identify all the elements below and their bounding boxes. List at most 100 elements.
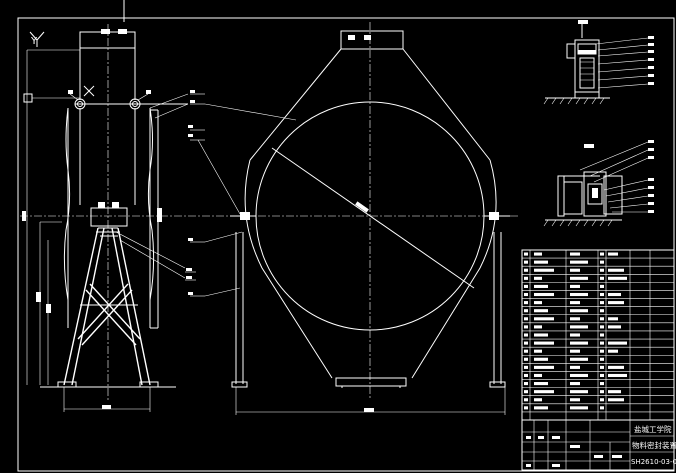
parts-cell-text-block <box>608 398 624 402</box>
parts-cell-text-block <box>524 301 528 305</box>
parts-cell-text-block <box>534 365 554 369</box>
parts-cell-text-block <box>600 260 604 264</box>
parts-cell-text-block <box>524 390 528 394</box>
parts-cell-text-block <box>534 260 548 264</box>
parts-cell-text-block <box>534 301 542 305</box>
parts-cell-text-block <box>600 284 604 288</box>
parts-cell-text-block <box>524 373 528 378</box>
parts-cell-text-block <box>534 325 542 329</box>
parts-cell-text-block <box>570 292 588 297</box>
parts-cell-text-block <box>524 382 528 386</box>
parts-cell-text-block <box>570 398 580 402</box>
parts-cell-text-block <box>524 398 528 402</box>
parts-cell-text-block <box>524 317 528 321</box>
parts-cell-text-block <box>524 260 528 264</box>
parts-cell-text-block <box>608 292 621 297</box>
parts-cell-text-block <box>600 268 604 272</box>
parts-cell-text-block <box>608 325 621 329</box>
parts-cell-text-block <box>608 276 627 280</box>
parts-cell-text-block <box>608 349 618 353</box>
parts-cell-text-block <box>570 301 580 305</box>
parts-cell-text-block <box>570 373 588 378</box>
parts-cell-text-block <box>524 276 528 280</box>
parts-cell-text-block <box>600 382 604 386</box>
parts-cell-text-block <box>608 317 618 321</box>
parts-cell-text-block <box>524 341 528 345</box>
parts-cell-text-block <box>570 349 580 353</box>
title-block-drawing-name: 物料密封装置 <box>632 440 676 450</box>
detail-view-1 <box>543 20 654 105</box>
parts-list-table <box>521 249 675 421</box>
parts-cell-text-block <box>524 333 528 337</box>
parts-cell-text-block <box>570 341 588 345</box>
parts-cell-text-block <box>534 292 554 297</box>
parts-cell-text-block <box>600 373 604 378</box>
parts-cell-text-block <box>534 349 542 353</box>
parts-cell-text-block <box>570 309 588 313</box>
parts-cell-text-block <box>600 390 604 394</box>
parts-cell-text-block <box>600 325 604 329</box>
parts-cell-text-block <box>600 301 604 305</box>
parts-cell-text-block <box>570 260 588 264</box>
parts-cell-text-block <box>570 406 588 410</box>
parts-cell-text-block <box>600 365 604 369</box>
parts-cell-text-block <box>600 406 604 410</box>
parts-cell-text-block <box>524 292 528 297</box>
title-block: 盐城工学院 物料密封装置 SH2610-03-00 <box>521 419 676 471</box>
parts-cell-text-block <box>608 365 624 369</box>
parts-cell-text-block <box>570 252 580 256</box>
parts-cell-text-block <box>524 268 528 272</box>
parts-cell-text-block <box>534 382 548 386</box>
parts-cell-text-block <box>534 317 554 321</box>
parts-cell-text-block <box>608 390 621 394</box>
parts-cell-text-block <box>570 284 580 288</box>
parts-cell-text-block <box>608 301 624 305</box>
parts-cell-text-block <box>534 357 548 361</box>
parts-cell-text-block <box>570 357 588 361</box>
parts-cell-text-block <box>570 382 580 386</box>
parts-cell-text-block <box>570 325 588 329</box>
parts-cell-text-block <box>534 398 542 402</box>
parts-cell-text-block <box>534 309 548 313</box>
parts-cell-text-block <box>524 406 528 410</box>
parts-cell-text-block <box>534 406 548 410</box>
parts-cell-text-block <box>600 292 604 297</box>
parts-cell-text-block <box>534 373 542 378</box>
parts-cell-text-block <box>534 276 542 280</box>
title-block-school: 盐城工学院 <box>634 424 672 434</box>
parts-cell-text-block <box>524 357 528 361</box>
parts-cell-text-block <box>570 333 580 337</box>
parts-cell-text-block <box>524 284 528 288</box>
parts-cell-text-block <box>600 398 604 402</box>
parts-cell-text-block <box>608 373 627 378</box>
parts-cell-text-block <box>600 341 604 345</box>
parts-cell-text-block <box>524 309 528 313</box>
drawing-frame <box>17 17 675 472</box>
parts-cell-text-block <box>600 357 604 361</box>
parts-cell-text-block <box>608 341 627 345</box>
parts-cell-text-block <box>534 341 554 345</box>
parts-cell-text-block <box>524 365 528 369</box>
parts-cell-text-block <box>600 349 604 353</box>
parts-cell-text-block <box>600 333 604 337</box>
parts-cell-text-block <box>534 252 542 256</box>
parts-cell-text-block <box>524 349 528 353</box>
parts-cell-text-block <box>608 252 618 256</box>
parts-cell-text-block <box>534 268 554 272</box>
parts-cell-text-block <box>524 325 528 329</box>
parts-cell-text-block <box>524 252 528 256</box>
axis-y-label: Y <box>30 36 38 47</box>
parts-cell-text-block <box>534 333 548 337</box>
parts-cell-text-block <box>608 268 624 272</box>
title-block-drawing-number: SH2610-03-00 <box>631 458 676 466</box>
parts-cell-text-block <box>600 317 604 321</box>
left-side-view: Y <box>20 24 520 412</box>
front-main-view <box>188 22 510 415</box>
parts-cell-text-block <box>534 284 548 288</box>
parts-cell-text-block <box>570 268 580 272</box>
parts-cell-text-block <box>600 309 604 313</box>
parts-cell-text-block <box>570 276 588 280</box>
parts-cell-text-block <box>534 390 554 394</box>
